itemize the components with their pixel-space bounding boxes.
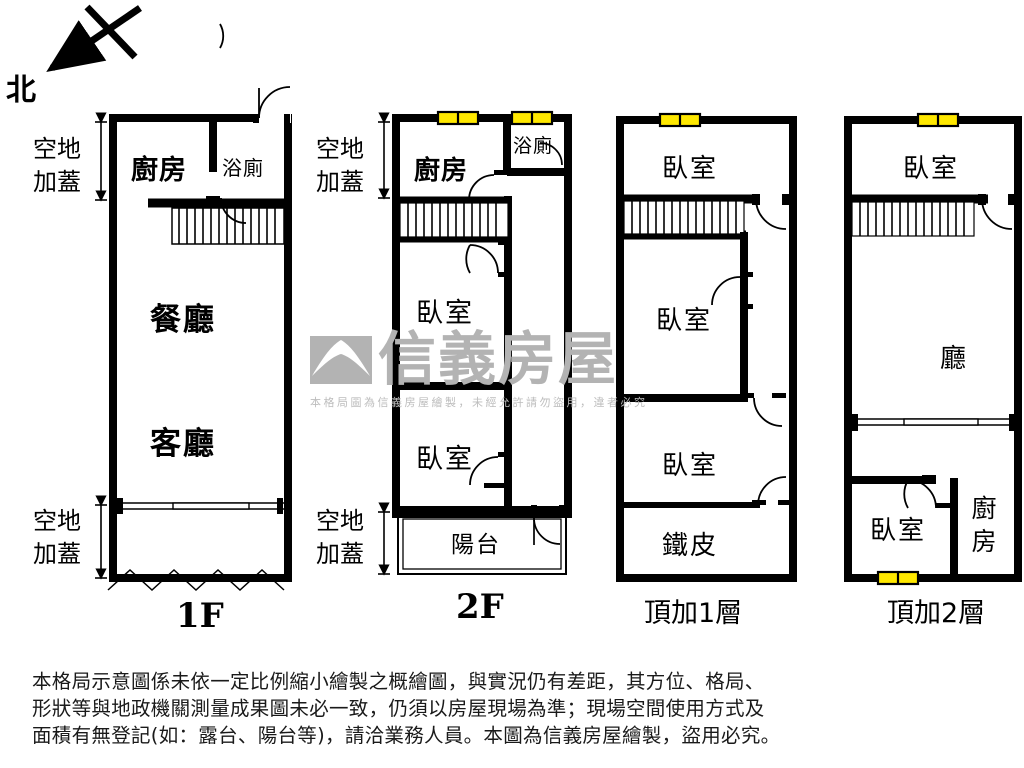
2f-room-label-bedroom2: 臥室 [416,444,474,475]
d1-room-label-bedroom1: 臥室 [662,154,719,184]
north-label: 北 [6,73,36,108]
disclaimer-line-3: 面積有無登記(如：露台、陽台等)，請洽業務人員。本圖為信義房屋繪製，盜用必究。 [32,724,781,747]
floor-caption-2f: 2F [456,587,504,627]
d2-bedroom2-door [903,475,952,509]
floor-caption-1f: 1F [176,596,224,636]
d1-bedroom1-door [752,194,790,230]
d1-bedroom3-door [740,393,786,427]
2f-balcony-door [531,505,565,545]
1f-room-label-dining: 餐廳 [150,302,216,338]
1f-entry-door [253,86,291,123]
1f-side-label-top: 空地 加蓋 [33,133,81,199]
2f-bath-door [539,142,563,166]
d2-room-label-bedroom1: 臥室 [903,154,960,184]
disclaimer-line-2: 形狀等與地政機關測量成果圖未必一致，仍須以房屋現場為準；現場空間使用方式及 [32,697,765,720]
d2-room-label-kitchen-c1: 廚 [971,494,997,523]
floor-plan-2f [378,110,572,576]
d2-window-bedroom2 [876,570,920,586]
2f-side-label-top-line2: 加蓋 [316,168,364,196]
d1-outer-wall [616,116,797,582]
1f-side-label-bottom-line1: 空地 [33,507,81,535]
1f-side-label-top-line2: 加蓋 [33,168,81,196]
d2-room-label-bedroom2: 臥室 [870,516,927,546]
1f-room-label-bathroom: 浴廁 [222,156,264,180]
1f-sliding-door [117,498,285,514]
floor-plan-d1 [616,112,797,582]
1f-dim-bottom [95,495,107,580]
2f-bedroom1-door [465,240,512,277]
1f-rolling-shutter [107,568,285,592]
2f-window-kitchen [436,110,480,126]
1f-side-label-top-line1: 空地 [33,135,81,163]
d1-room-label-shed: 鐵皮 [662,531,719,561]
2f-dim-bottom [378,502,390,576]
d1-room-label-bedroom3: 臥室 [662,451,719,481]
floor-caption-d2: 頂加2層 [887,598,986,629]
floor-plan-1f [95,23,292,592]
disclaimer: 本格局示意圖係未依一定比例縮小繪製之概繪圖，與實況仍有差距，其方位、格局、 形狀… [32,668,992,749]
1f-side-label-bottom-line2: 加蓋 [33,540,81,568]
2f-balcony [396,506,568,575]
d1-window-bedroom1 [658,112,702,128]
d1-stairs [623,200,745,235]
1f-room-label-kitchen: 廚房 [131,155,187,186]
2f-kitchen-door [468,170,508,201]
2f-side-label-top-line1: 空地 [316,135,364,163]
d2-stairs [851,201,975,237]
1f-side-label-bottom: 空地 加蓋 [33,505,81,571]
2f-side-label-bottom: 空地 加蓋 [316,505,364,571]
1f-dim-top [95,112,107,202]
1f-entry-opening [255,114,291,123]
2f-dim-top [378,112,390,200]
d2-room-label-kitchen-c2: 房 [971,527,997,556]
1f-bathroom-door [206,23,247,224]
2f-room-label-kitchen: 廚房 [414,156,469,186]
2f-side-label-bottom-line1: 空地 [316,507,364,535]
floor-caption-d1: 頂加1層 [644,598,743,629]
1f-stairs [171,207,285,245]
2f-stairs [399,202,509,238]
d2-room-label-hall: 廳 [940,344,969,374]
d1-bedroom2-door-upper [711,272,753,309]
2f-room-label-balcony: 陽台 [451,532,501,558]
1f-room-label-living: 客廳 [150,426,216,462]
north-arrow-icon [46,4,142,72]
2f-room-label-bathroom: 浴廁 [513,135,554,157]
d2-bedroom1-door [978,194,1016,230]
2f-room-label-bedroom1: 臥室 [416,298,474,329]
floor-plan-d2 [844,112,1022,586]
disclaimer-line-1: 本格局示意圖係未依一定比例縮小繪製之概繪圖，與實況仍有差距，其方位、格局、 [32,670,765,693]
d2-window-bedroom1 [916,112,960,128]
2f-window-bath [510,110,554,126]
d2-sliding-door [851,414,1016,431]
d1-room-label-bedroom2: 臥室 [656,306,713,336]
2f-side-label-top: 空地 加蓋 [316,133,364,199]
2f-bedroom2-door [469,452,512,488]
1f-outer-wall [109,114,292,582]
2f-side-label-bottom-line2: 加蓋 [316,540,364,568]
d2-room-label-kitchen: 廚 房 [966,492,1002,558]
d1-shed-door [752,476,790,506]
